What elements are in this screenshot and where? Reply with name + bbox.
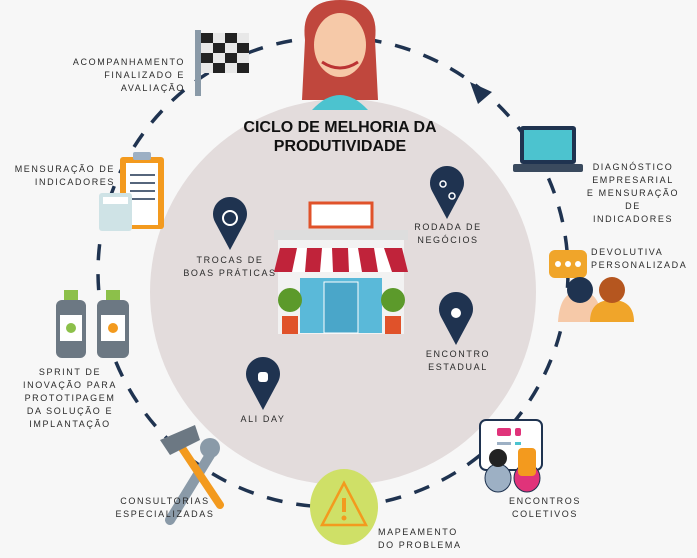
step-label-devolutiva: DEVOLUTIVA PERSONALIZADA	[591, 247, 688, 270]
bottles-icon	[56, 290, 129, 358]
inner-label-rodada: RODADA DE NEGÓCIOS	[414, 222, 482, 245]
page-title: CICLO DE MELHORIA DA PRODUTIVIDADE	[243, 119, 437, 155]
whatsapp-pin-icon	[213, 197, 248, 250]
tools-icon	[160, 425, 224, 525]
pin-icon	[439, 292, 473, 345]
woman-avatar-icon	[302, 0, 378, 110]
inner-label-trocas: TROCAS DE BOAS PRÁTICAS	[183, 255, 277, 278]
laptop-icon	[513, 126, 583, 172]
store-icon	[274, 201, 408, 334]
step-label-encontros-coletivos: ENCONTROS COLETIVOS	[509, 496, 581, 519]
warning-icon	[310, 469, 378, 545]
step-label-diagnostico: DIAGNÓSTICO EMPRESARIAL E MENSURAÇÃO DE …	[586, 162, 680, 224]
step-label-consultorias: CONSULTORIAS ESPECIALIZADAS	[115, 496, 215, 519]
inner-label-ali-day: ALI DAY	[240, 414, 286, 424]
chat-people-icon	[549, 250, 634, 322]
step-label-sprint: SPRINT DE INOVAÇÃO PARA PROTOTIPAGEM DA …	[23, 367, 117, 429]
people-pin-icon	[430, 166, 464, 219]
clipboard-calculator-icon	[99, 152, 164, 231]
checkered-flag-icon	[195, 30, 249, 96]
arrow-head-icon	[470, 82, 492, 104]
inner-label-encontro-estadual: ENCONTRO ESTADUAL	[425, 349, 491, 372]
step-label-acompanhamento: ACOMPANHAMENTO FINALIZADO E AVALIAÇÃO	[72, 57, 185, 93]
hands-pin-icon	[246, 357, 280, 410]
step-label-mapeamento: MAPEAMENTO DO PROBLEMA	[378, 527, 462, 550]
board-people-icon	[479, 419, 543, 493]
step-label-mensuracao: MENSURAÇÃO DE INDICADORES	[14, 164, 115, 187]
